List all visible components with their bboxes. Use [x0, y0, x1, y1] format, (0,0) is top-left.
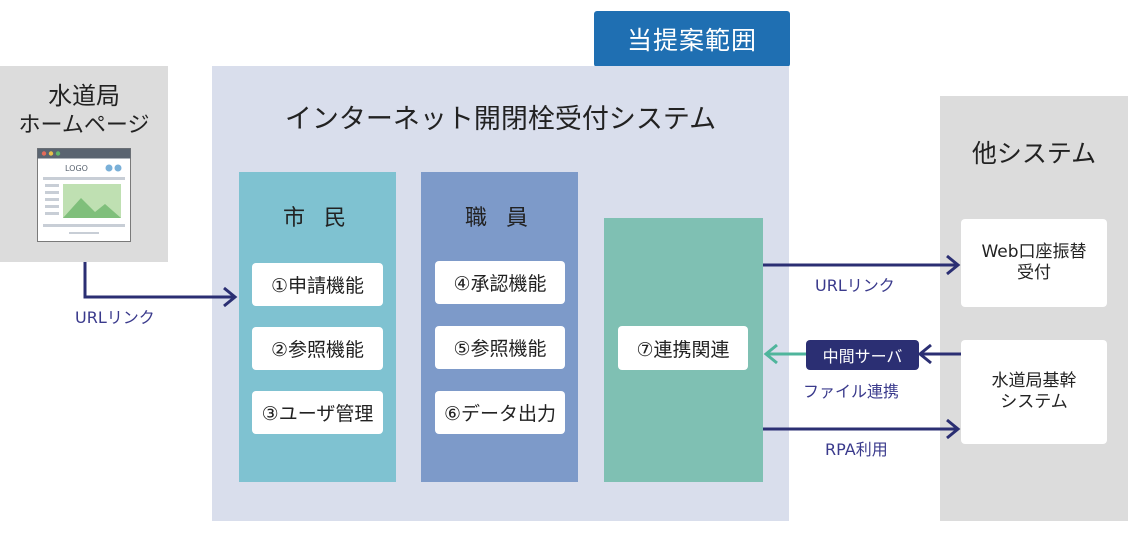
- other-systems-title: 他システム: [971, 139, 1097, 168]
- homepage-title-line2: ホームページ: [18, 113, 150, 138]
- core-system-line1: 水道局基幹: [991, 370, 1077, 391]
- homepage-title-line1: 水道局: [48, 81, 120, 110]
- card-citizen-reference: ②参照機能: [252, 327, 383, 370]
- rpa-label: RPA利用: [825, 440, 888, 459]
- webpage-illustration: LOGO: [37, 148, 131, 242]
- middle-server-badge: 中間サーバ: [806, 340, 919, 370]
- card-integration: ⑦連携関連: [618, 326, 748, 370]
- citizen-column-title: 市 民: [283, 206, 352, 231]
- card-staff-reference: ⑤参照機能: [435, 326, 565, 369]
- homepage-panel: 水道局 ホームページ LOGO: [0, 66, 168, 262]
- core-system-box: 水道局基幹 システム: [961, 340, 1107, 444]
- card-application: ①申請機能: [252, 263, 383, 306]
- card-data-output: ⑥データ出力: [435, 391, 565, 434]
- web-transfer-line2: 受付: [1017, 263, 1051, 283]
- other-systems-panel: [940, 96, 1128, 521]
- web-transfer-box: Web口座振替 受付: [961, 219, 1107, 307]
- web-transfer-line1: Web口座振替: [981, 241, 1087, 262]
- url-link-label-right: URLリンク: [815, 276, 895, 295]
- staff-column-title: 職 員: [465, 206, 534, 231]
- card-user-management: ③ユーザ管理: [252, 391, 383, 434]
- system-title: インターネット開閉栓受付システム: [284, 103, 717, 135]
- card-approval: ④承認機能: [435, 261, 565, 304]
- url-link-label-left: URLリンク: [75, 308, 155, 327]
- logo-text: LOGO: [65, 164, 88, 173]
- file-integration-label: ファイル連携: [803, 382, 900, 401]
- core-system-line2: システム: [1000, 392, 1068, 412]
- scope-badge: 当提案範囲: [594, 11, 790, 67]
